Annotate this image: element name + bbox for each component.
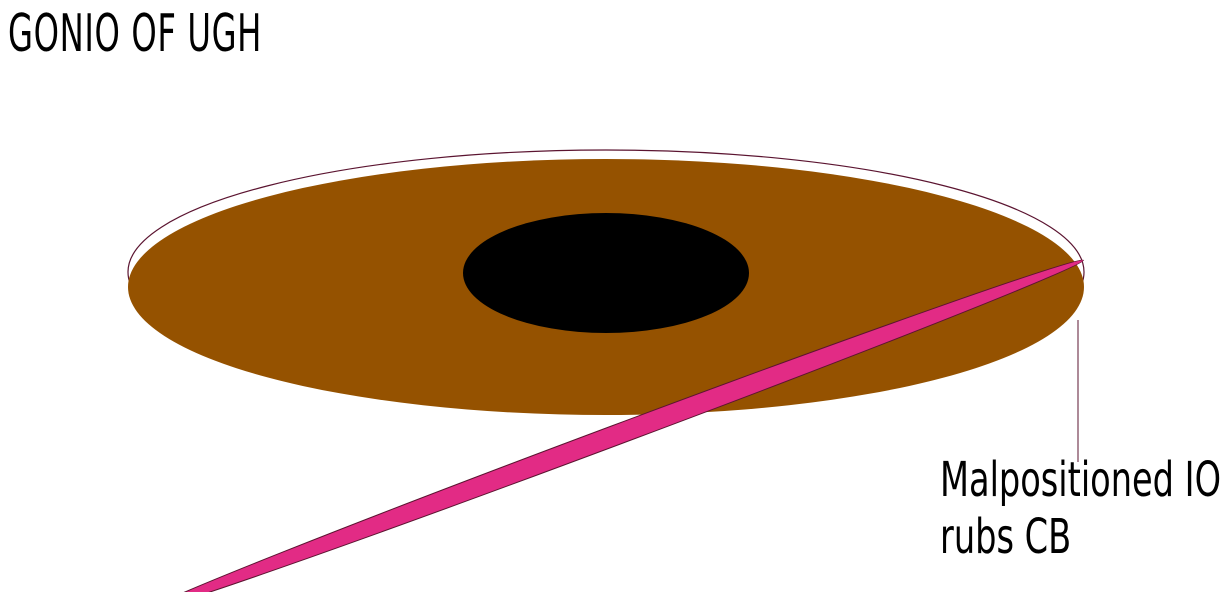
annotation-line-2: rubs CB — [940, 508, 1072, 565]
pupil — [463, 213, 749, 333]
annotation-line-1: Malpositioned IOL — [940, 452, 1220, 508]
iol-annotation: Malpositioned IOL rubs CB — [940, 452, 1220, 565]
diagram-title: GONIO OF UGH — [8, 4, 263, 64]
malpositioned-iol — [148, 259, 1084, 592]
